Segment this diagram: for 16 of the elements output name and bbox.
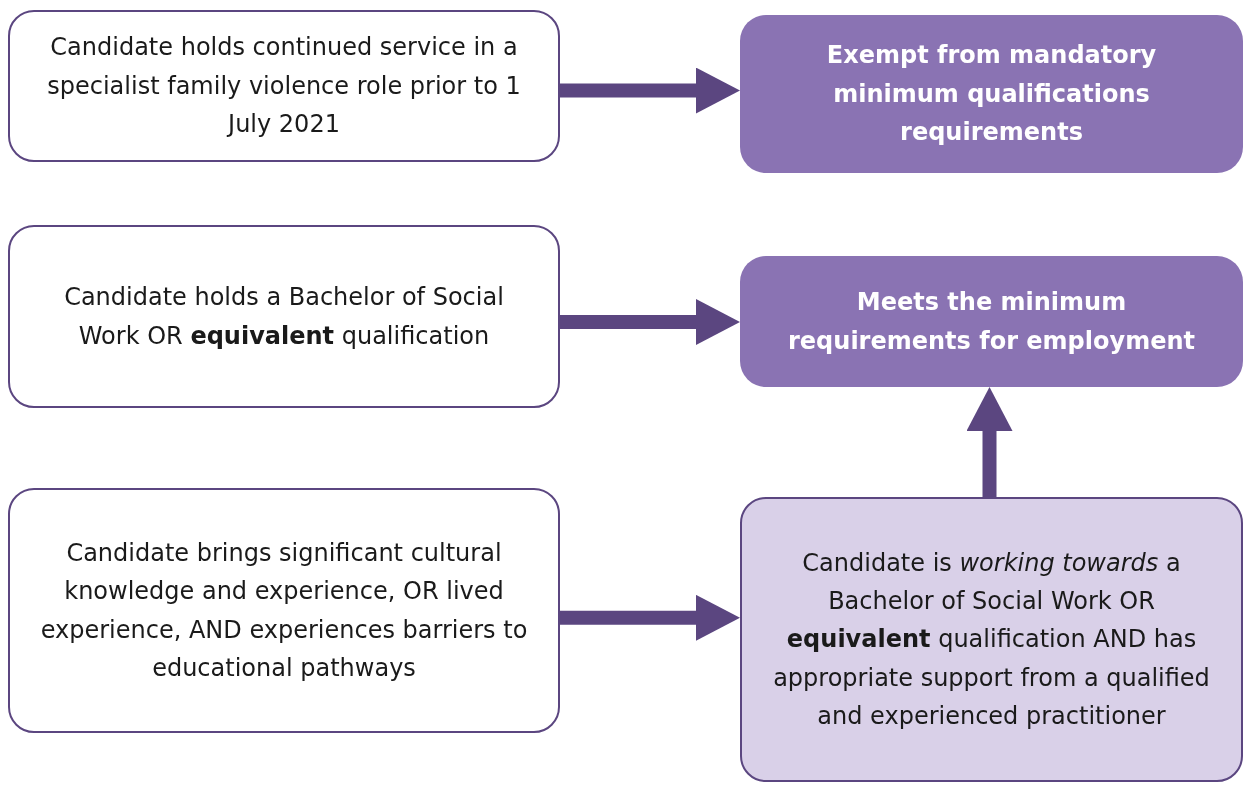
node-text: Meets the minimum requirements for employment — [787, 287, 1196, 357]
condition-box — [8, 10, 560, 162]
node-text: Exempt from mandatory minimum qualifications requirements — [825, 40, 1158, 149]
outcome-box — [740, 15, 1243, 173]
node-text: Candidate is working towards a Bachelor of Social Work OR equivalent qualification AND has appropriate support from a qualified and experienced practitioner — [772, 547, 1211, 733]
arrow — [560, 67, 740, 114]
condition-box — [8, 488, 560, 733]
interim-box — [740, 497, 1243, 782]
node-text: Candidate holds a Bachelor of Social Work OR equivalent qualification — [63, 282, 505, 352]
outcome-box — [740, 256, 1243, 387]
node-text: Candidate holds continued service in a specialist family violence role prior to 1 July 2021 — [46, 32, 522, 141]
arrow — [966, 387, 1013, 497]
node-text: Candidate brings significant cultural knowledge and experience, OR lived experience, AND experiences barriers to educational pathways — [39, 537, 529, 684]
condition-box — [8, 225, 560, 408]
arrow — [560, 594, 740, 641]
arrow — [560, 299, 740, 345]
